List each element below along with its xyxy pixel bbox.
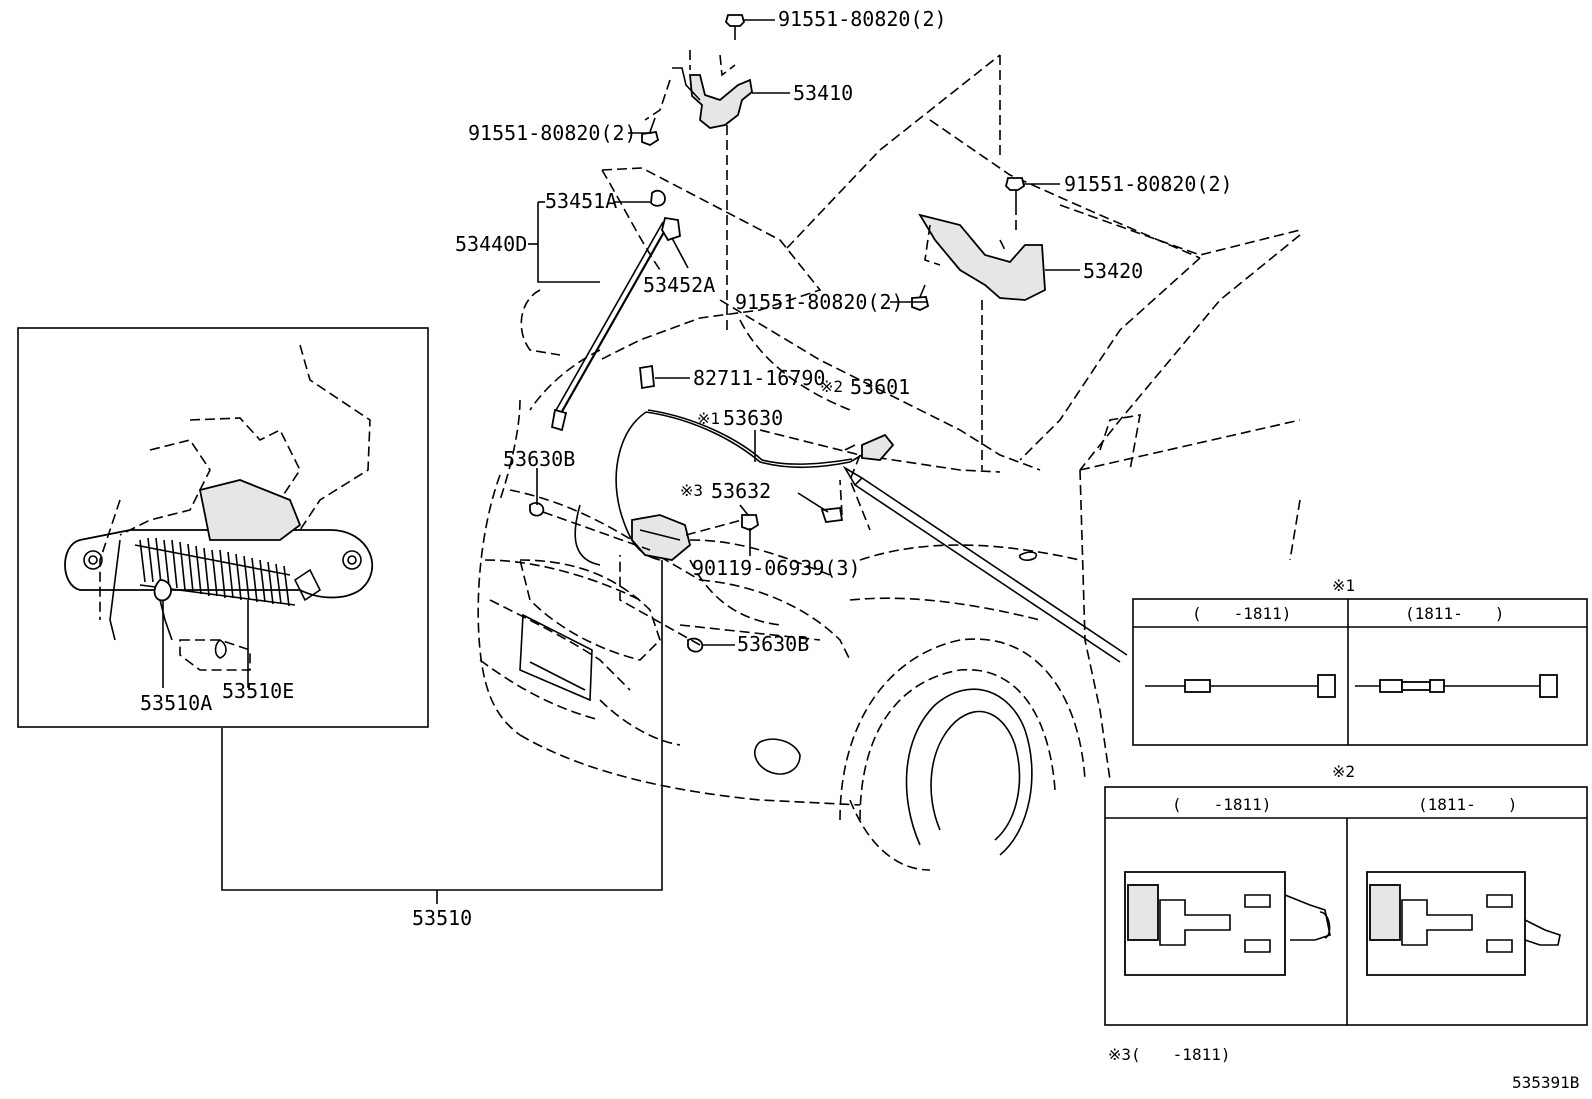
bolt-right-top-icon bbox=[1005, 177, 1026, 205]
note1-col-left: ( -1811) bbox=[1192, 604, 1291, 623]
label-bolt-top: 91551-80820(2) bbox=[778, 7, 947, 31]
label-support-cushion: 53451A bbox=[545, 189, 617, 213]
label-diagram-id: 535391B bbox=[1512, 1073, 1579, 1092]
hood-support-rod bbox=[550, 221, 669, 432]
bolt-right-bottom-icon bbox=[911, 284, 930, 311]
car-body bbox=[477, 54, 1301, 871]
note2-col-left: ( -1811) bbox=[1172, 795, 1271, 814]
bolt-left-icon bbox=[641, 117, 660, 146]
label-bumper-bottom: 53630B bbox=[737, 632, 809, 656]
note3-text: ※3( -1811) bbox=[1108, 1045, 1230, 1064]
label-clamp: 82711-16790 bbox=[693, 366, 825, 390]
label-clamp2-note: ※3 bbox=[680, 481, 703, 500]
lock-assembly-on-car bbox=[631, 514, 692, 561]
label-cable-note: ※1 bbox=[697, 409, 720, 428]
label-lock-part-e: 53510E bbox=[222, 679, 294, 703]
note2-col-right: (1811- ) bbox=[1418, 795, 1517, 814]
retainer-icon bbox=[661, 216, 681, 242]
bumper-clip-bottom-icon bbox=[687, 637, 704, 653]
label-lever: 53601 bbox=[850, 375, 910, 399]
label-support-assy: 53440D bbox=[455, 232, 527, 256]
label-lock-assy: 53510 bbox=[412, 906, 472, 930]
labels: 91551-80820(2) 53410 91551-80820(2) 9155… bbox=[140, 7, 1579, 1092]
bolt-lock-icon bbox=[739, 504, 760, 531]
label-bumper-top: 53630B bbox=[503, 447, 575, 471]
label-lever-note: ※2 bbox=[820, 377, 843, 396]
lock-detail-box bbox=[17, 327, 429, 728]
label-bolt-right-top: 91551-80820(2) bbox=[1064, 172, 1233, 196]
label-hinge-left: 53410 bbox=[793, 81, 853, 105]
leader-lines bbox=[162, 19, 1128, 904]
note1-title: ※1 bbox=[1332, 576, 1355, 595]
label-retainer: 53452A bbox=[643, 273, 715, 297]
hinge-right-part bbox=[918, 213, 1046, 301]
label-bolt-lock: 90119-06939(3) bbox=[692, 556, 861, 580]
note2-table bbox=[1104, 786, 1588, 1026]
clamp-icon bbox=[639, 364, 655, 390]
label-bolt-right-bottom: 91551-80820(2) bbox=[735, 290, 904, 314]
label-lock-part-a: 53510A bbox=[140, 691, 212, 715]
label-cable: 53630 bbox=[723, 406, 783, 430]
note1-table bbox=[1132, 598, 1588, 746]
release-lever-icon bbox=[849, 433, 895, 463]
label-clamp2: 53632 bbox=[711, 479, 771, 503]
label-bolt-left: 91551-80820(2) bbox=[468, 121, 637, 145]
note1-col-right: (1811- ) bbox=[1405, 604, 1504, 623]
label-hinge-right: 53420 bbox=[1083, 259, 1143, 283]
bolt-top-icon bbox=[724, 14, 746, 40]
hinge-left-part bbox=[644, 50, 753, 129]
note2-title: ※2 bbox=[1332, 762, 1355, 781]
support-cushion-icon bbox=[650, 189, 666, 207]
